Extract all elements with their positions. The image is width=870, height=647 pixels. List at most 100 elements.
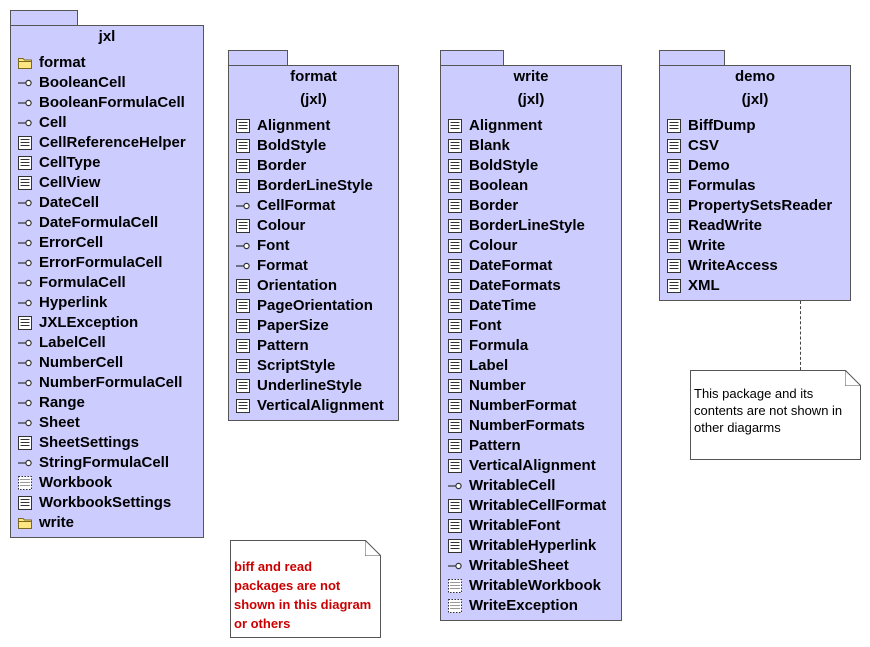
list-item: StringFormulaCell xyxy=(17,453,186,473)
list-item-label: Orientation xyxy=(257,277,338,294)
interface-icon xyxy=(17,96,33,110)
list-item: Border xyxy=(447,196,606,216)
interface-icon xyxy=(17,76,33,90)
list-item: WritableCellFormat xyxy=(447,496,606,516)
list-item-label: DateFormat xyxy=(469,257,553,274)
class-icon xyxy=(666,139,682,153)
interface-icon xyxy=(235,259,251,273)
package-title: format xyxy=(290,68,337,85)
list-item-label: BooleanCell xyxy=(39,74,126,91)
biff-read-note: biff and read packages are not shown in … xyxy=(230,540,381,638)
interface-icon xyxy=(17,396,33,410)
interface-icon xyxy=(447,559,463,573)
list-item-label: WritableCell xyxy=(469,477,556,494)
list-item-label: Pattern xyxy=(469,437,521,454)
class-icon xyxy=(447,419,463,433)
list-item: Hyperlink xyxy=(17,293,186,313)
list-item: write xyxy=(17,513,186,533)
list-item: CellFormat xyxy=(235,196,384,216)
class-icon xyxy=(447,339,463,353)
list-item: LabelCell xyxy=(17,333,186,353)
list-item: VerticalAlignment xyxy=(235,396,384,416)
class-icon xyxy=(666,259,682,273)
package-tab xyxy=(440,50,504,65)
list-item-label: Write xyxy=(688,237,726,254)
class-icon xyxy=(235,399,251,413)
class-icon xyxy=(447,499,463,513)
class-icon xyxy=(235,179,251,193)
folder-icon xyxy=(17,516,33,530)
list-item: NumberCell xyxy=(17,353,186,373)
class-icon xyxy=(235,139,251,153)
list-item-label: Border xyxy=(469,197,519,214)
list-item: Range xyxy=(17,393,186,413)
interface-icon xyxy=(17,216,33,230)
list-item-label: Boolean xyxy=(469,177,529,194)
list-item: ReadWrite xyxy=(666,216,832,236)
class-icon xyxy=(447,259,463,273)
list-item-label: VerticalAlignment xyxy=(257,397,384,414)
class-icon xyxy=(235,319,251,333)
list-item-label: Format xyxy=(257,257,308,274)
list-item-label: NumberFormulaCell xyxy=(39,374,183,391)
list-item: DateTime xyxy=(447,296,606,316)
list-item: NumberFormat xyxy=(447,396,606,416)
list-item-label: BoldStyle xyxy=(469,157,539,174)
list-item: Orientation xyxy=(235,276,384,296)
list-item: Formulas xyxy=(666,176,832,196)
demo-note: This package and its contents are not sh… xyxy=(690,370,861,460)
list-item: PageOrientation xyxy=(235,296,384,316)
list-item: Number xyxy=(447,376,606,396)
list-item-label: format xyxy=(39,54,86,71)
list-item-label: WorkbookSettings xyxy=(39,494,172,511)
list-item: Workbook xyxy=(17,473,186,493)
list-item-label: CellView xyxy=(39,174,101,191)
list-item: DateFormats xyxy=(447,276,606,296)
list-item: Label xyxy=(447,356,606,376)
note-fold-icon xyxy=(845,370,861,386)
list-item: Alignment xyxy=(447,116,606,136)
list-item-label: Pattern xyxy=(257,337,309,354)
list-item: WritableSheet xyxy=(447,556,606,576)
list-item: CSV xyxy=(666,136,832,156)
class-icon xyxy=(447,519,463,533)
list-item: CellType xyxy=(17,153,186,173)
list-item: WorkbookSettings xyxy=(17,493,186,513)
list-item-label: BorderLineStyle xyxy=(257,177,373,194)
list-item: BoldStyle xyxy=(235,136,384,156)
list-item-label: PageOrientation xyxy=(257,297,373,314)
package-subtitle: (jxl) xyxy=(741,91,769,108)
interface-icon xyxy=(17,116,33,130)
class-icon xyxy=(447,279,463,293)
list-item-label: WritableSheet xyxy=(469,557,569,574)
list-item-label: FormulaCell xyxy=(39,274,126,291)
abstract-class-icon xyxy=(17,476,33,490)
list-item-label: Alignment xyxy=(257,117,331,134)
package-title: jxl xyxy=(98,28,116,45)
interface-icon xyxy=(17,296,33,310)
list-item-label: WritableFont xyxy=(469,517,561,534)
class-icon xyxy=(447,219,463,233)
list-item: Formula xyxy=(447,336,606,356)
folder-icon xyxy=(17,56,33,70)
package-subtitle: (jxl) xyxy=(517,91,545,108)
list-item-label: CSV xyxy=(688,137,719,154)
class-icon xyxy=(235,219,251,233)
interface-icon xyxy=(17,336,33,350)
list-item-label: Demo xyxy=(688,157,730,174)
list-item-label: NumberFormats xyxy=(469,417,585,434)
note-connector xyxy=(800,301,801,370)
list-item: WritableFont xyxy=(447,516,606,536)
list-item-label: CellReferenceHelper xyxy=(39,134,186,151)
list-item-label: LabelCell xyxy=(39,334,106,351)
list-item: ScriptStyle xyxy=(235,356,384,376)
list-item-label: Formulas xyxy=(688,177,756,194)
list-item-label: Hyperlink xyxy=(39,294,108,311)
list-item-label: Range xyxy=(39,394,85,411)
list-item: VerticalAlignment xyxy=(447,456,606,476)
class-icon xyxy=(447,439,463,453)
